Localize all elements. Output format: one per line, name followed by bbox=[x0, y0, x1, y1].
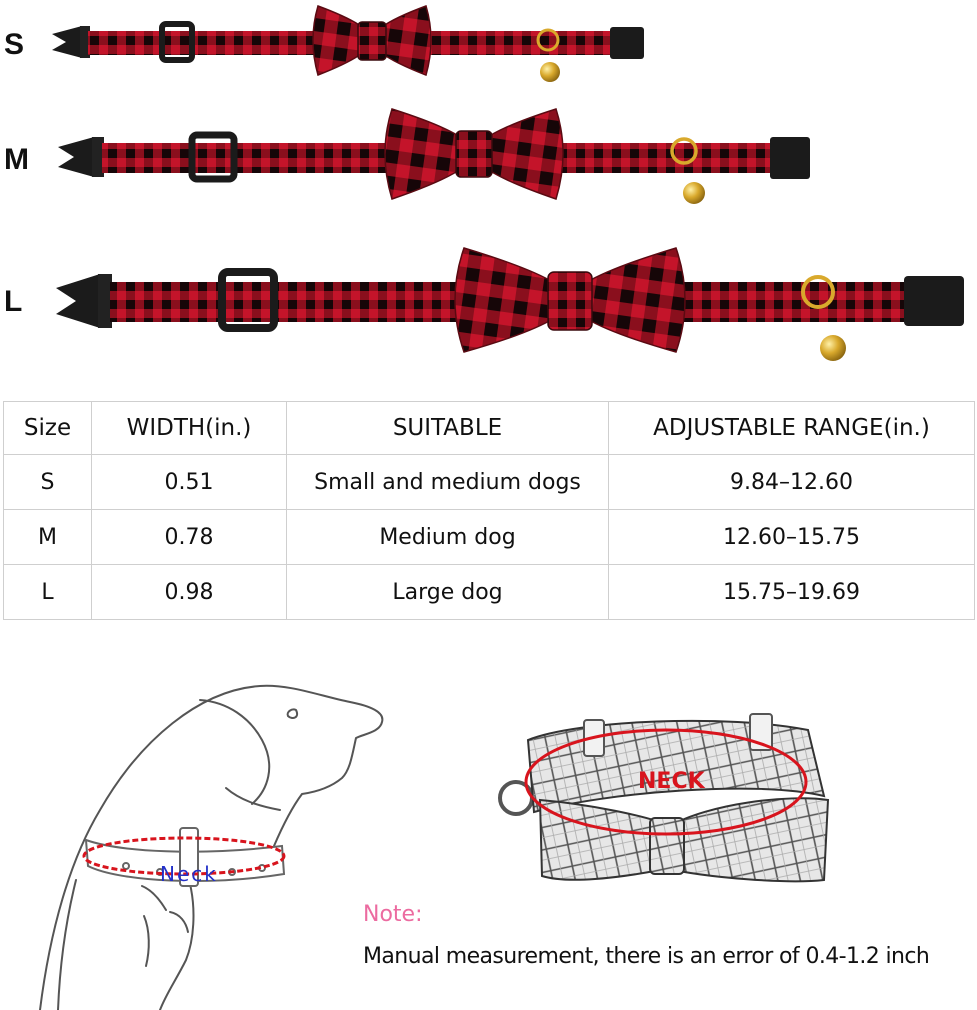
table-header-row: Size WIDTH(in.) SUITABLE ADJUSTABLE RANG… bbox=[3, 401, 975, 455]
slide-adjuster-icon bbox=[218, 268, 278, 332]
collar-neck-illustration: NECK bbox=[498, 713, 830, 883]
buckle-male-icon bbox=[52, 26, 90, 58]
neck-measure-ring-icon bbox=[82, 836, 286, 876]
collar-m-image bbox=[58, 108, 810, 204]
header-size: Size bbox=[3, 401, 92, 455]
slide-adjuster-icon bbox=[159, 21, 195, 63]
size-label-s: S bbox=[4, 28, 25, 61]
cell-suitable: Large dog bbox=[286, 564, 609, 620]
bow-tie-icon bbox=[312, 5, 432, 76]
buckle-female-icon bbox=[610, 27, 644, 59]
cell-suitable: Medium dog bbox=[286, 509, 609, 565]
buckle-female-icon bbox=[770, 137, 810, 179]
note-label: Note: bbox=[363, 902, 423, 927]
d-ring-icon bbox=[536, 28, 560, 52]
table-row: M 0.78 Medium dog 12.60–15.75 bbox=[3, 509, 975, 565]
buckle-male-icon bbox=[56, 274, 112, 328]
cell-suitable: Small and medium dogs bbox=[286, 454, 609, 510]
size-chart-table: Size WIDTH(in.) SUITABLE ADJUSTABLE RANG… bbox=[3, 401, 975, 620]
cell-size: S bbox=[3, 454, 92, 510]
d-ring-icon bbox=[670, 137, 698, 165]
bell-icon bbox=[820, 335, 846, 361]
slide-adjuster-icon bbox=[188, 131, 238, 183]
cell-width: 0.98 bbox=[91, 564, 287, 620]
cell-range: 9.84–12.60 bbox=[608, 454, 975, 510]
bow-tie-icon bbox=[454, 247, 686, 353]
dog-neck-label: Neck bbox=[160, 862, 218, 886]
bell-icon bbox=[540, 62, 560, 82]
cell-width: 0.51 bbox=[91, 454, 287, 510]
size-label-m: M bbox=[4, 143, 29, 176]
bell-icon bbox=[683, 182, 705, 204]
cell-size: L bbox=[3, 564, 92, 620]
d-ring-icon bbox=[801, 275, 835, 309]
dog-neck-illustration: Neck bbox=[39, 684, 384, 1010]
dog-collar-icon bbox=[84, 827, 286, 887]
table-row: S 0.51 Small and medium dogs 9.84–12.60 bbox=[3, 454, 975, 510]
buckle-male-icon bbox=[58, 137, 104, 177]
header-width: WIDTH(in.) bbox=[91, 401, 287, 455]
cell-size: M bbox=[3, 509, 92, 565]
buckle-female-icon bbox=[904, 276, 964, 326]
collar-l-image bbox=[56, 247, 964, 361]
header-suitable: SUITABLE bbox=[286, 401, 609, 455]
cell-width: 0.78 bbox=[91, 509, 287, 565]
cell-range: 12.60–15.75 bbox=[608, 509, 975, 565]
table-row: L 0.98 Large dog 15.75–19.69 bbox=[3, 564, 975, 620]
note-text: Manual measurement, there is an error of… bbox=[363, 944, 930, 969]
collar-neck-label: NECK bbox=[638, 769, 706, 794]
header-adjustable-range: ADJUSTABLE RANGE(in.) bbox=[608, 401, 975, 455]
cell-range: 15.75–19.69 bbox=[608, 564, 975, 620]
neck-measure-ring-icon bbox=[524, 728, 808, 836]
size-label-l: L bbox=[4, 285, 23, 318]
bow-tie-icon bbox=[384, 108, 564, 200]
collar-s-image bbox=[52, 5, 644, 82]
